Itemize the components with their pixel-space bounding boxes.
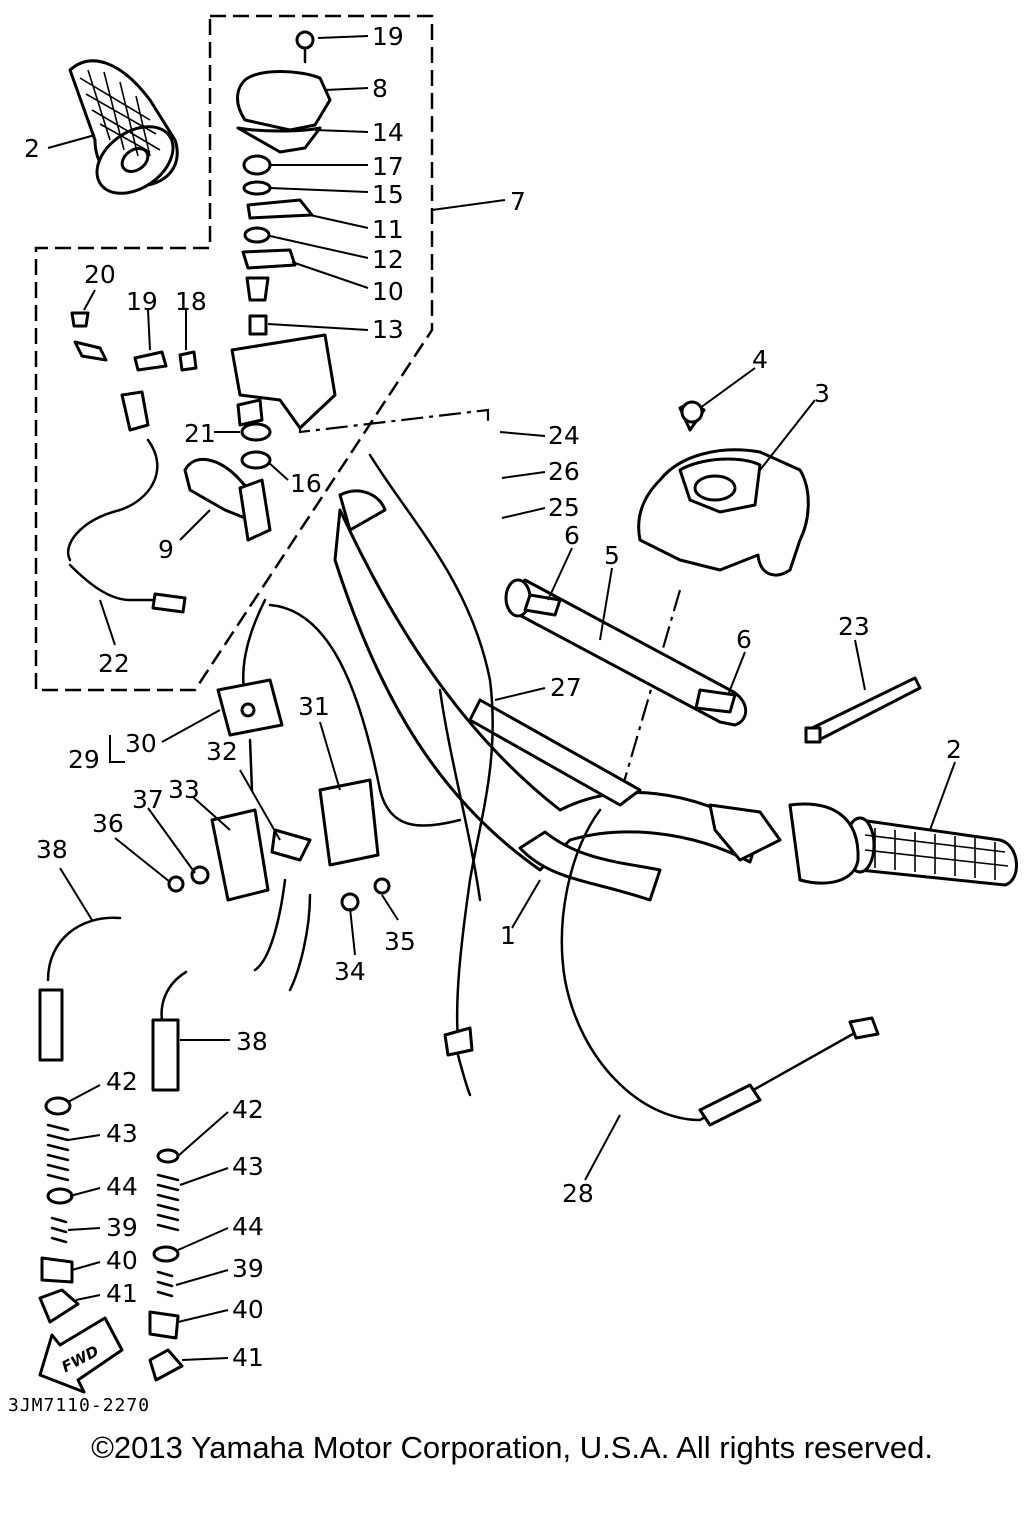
- callout-19-b: 19: [126, 287, 158, 316]
- callout-23: 23: [838, 612, 870, 641]
- callout-22: 22: [98, 649, 130, 678]
- fwd-arrow-icon: FWD: [38, 1316, 124, 1394]
- callout-37: 37: [132, 785, 164, 814]
- grip-tube: [504, 578, 748, 727]
- assembly-line-bar: [298, 408, 490, 434]
- callout-32: 32: [206, 737, 238, 766]
- callouts: 19 8 14 17 15 11 12 10 13 7 2 20 19 18 2…: [24, 22, 962, 1372]
- brake-switch-group: [167, 598, 462, 992]
- callout-34: 34: [334, 957, 366, 986]
- brake-cables: [38, 916, 188, 1382]
- callout-16: 16: [290, 469, 322, 498]
- throttle-assembly-boundary: [34, 14, 434, 692]
- callout-26: 26: [548, 457, 580, 486]
- callout-18: 18: [175, 287, 207, 316]
- callout-39-a: 39: [106, 1213, 138, 1242]
- callout-20: 20: [84, 260, 116, 289]
- callout-36: 36: [92, 809, 124, 838]
- callout-1: 1: [500, 921, 516, 950]
- cables: [368, 453, 880, 1127]
- callout-40-b: 40: [232, 1295, 264, 1324]
- callout-25: 25: [548, 493, 580, 522]
- callout-41-b: 41: [232, 1343, 264, 1372]
- leader-lines: [47, 35, 956, 1361]
- callout-14: 14: [372, 118, 404, 147]
- callout-28: 28: [562, 1179, 594, 1208]
- callout-42-b: 42: [232, 1095, 264, 1124]
- callout-29: 29: [68, 745, 100, 774]
- cable-tie: [804, 676, 922, 744]
- callout-5: 5: [604, 541, 620, 570]
- callout-27: 27: [550, 673, 582, 702]
- callout-8: 8: [372, 74, 388, 103]
- callout-42-a: 42: [106, 1067, 138, 1096]
- callout-9: 9: [158, 535, 174, 564]
- callout-10: 10: [372, 277, 404, 306]
- callout-43-a: 43: [106, 1119, 138, 1148]
- callout-6-a: 6: [564, 521, 580, 550]
- callout-4: 4: [752, 345, 768, 374]
- callout-6-b: 6: [736, 625, 752, 654]
- callout-15: 15: [372, 180, 404, 209]
- callout-43-b: 43: [232, 1152, 264, 1181]
- callout-2-left: 2: [24, 134, 40, 163]
- callout-21: 21: [184, 419, 216, 448]
- callout-2-right: 2: [946, 735, 962, 764]
- callout-3: 3: [814, 379, 830, 408]
- callout-13: 13: [372, 315, 404, 344]
- callout-35: 35: [384, 927, 416, 956]
- callout-40-a: 40: [106, 1246, 138, 1275]
- copyright-notice: ©2013 Yamaha Motor Corporation, U.S.A. A…: [91, 1430, 933, 1465]
- right-grip: [708, 802, 1018, 887]
- callout-30: 30: [125, 729, 157, 758]
- callout-41-a: 41: [106, 1279, 138, 1308]
- switch-housing: [637, 400, 810, 577]
- callout-33: 33: [168, 775, 200, 804]
- callout-39-b: 39: [232, 1254, 264, 1283]
- callout-12: 12: [372, 245, 404, 274]
- callout-31: 31: [298, 692, 330, 721]
- callout-44-b: 44: [232, 1212, 264, 1241]
- callout-44-a: 44: [106, 1172, 138, 1201]
- callout-24: 24: [548, 421, 580, 450]
- callout-11: 11: [372, 215, 404, 244]
- callout-38-b: 38: [236, 1027, 268, 1056]
- diagram-code: 3JM7110-2270: [8, 1395, 151, 1416]
- callout-38-a: 38: [36, 835, 68, 864]
- callout-17: 17: [372, 152, 404, 181]
- left-grip: [68, 59, 179, 195]
- callout-19: 19: [372, 22, 404, 51]
- switch-wire: [67, 438, 187, 614]
- callout-7: 7: [510, 187, 526, 216]
